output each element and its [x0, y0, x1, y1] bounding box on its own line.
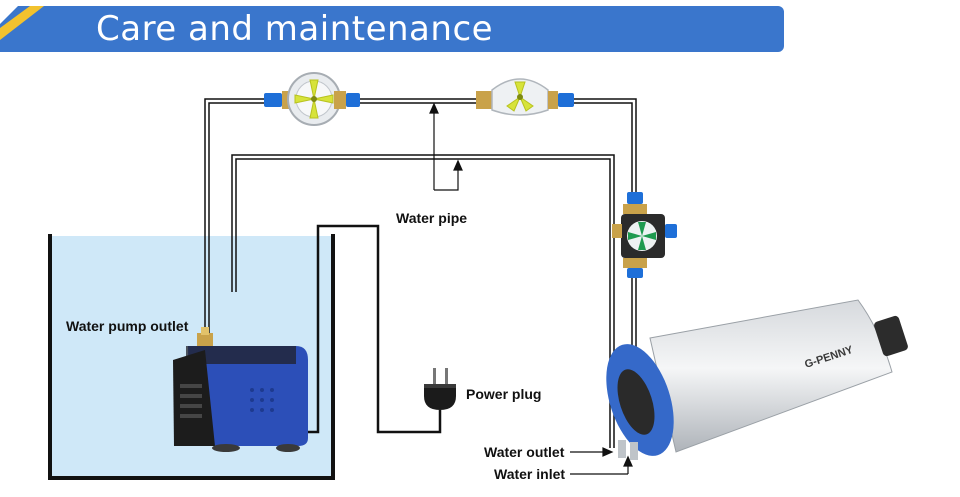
- spindle-motor-icon: G-PENNY: [606, 299, 908, 460]
- power-cable: [300, 224, 442, 434]
- water-pump-icon: [173, 327, 308, 452]
- label-water-outlet: Water outlet: [484, 444, 565, 460]
- power-plug-icon: [424, 368, 456, 410]
- flow-indicator-icon: [476, 78, 574, 116]
- label-water-pump-outlet: Water pump outlet: [66, 318, 189, 334]
- flow-indicator-icon: [612, 192, 677, 278]
- page-title: Care and maintenance: [96, 9, 494, 49]
- flow-indicator-icon: [264, 72, 360, 126]
- label-water-inlet: Water inlet: [494, 466, 566, 482]
- label-power-plug: Power plug: [466, 386, 542, 402]
- leader-lines: [429, 102, 633, 475]
- header-banner: [0, 6, 784, 52]
- banner-stripe: [0, 6, 44, 40]
- label-water-pipe: Water pipe: [396, 210, 468, 226]
- water-pipe-inner: [231, 154, 615, 448]
- water-tank: [48, 234, 335, 480]
